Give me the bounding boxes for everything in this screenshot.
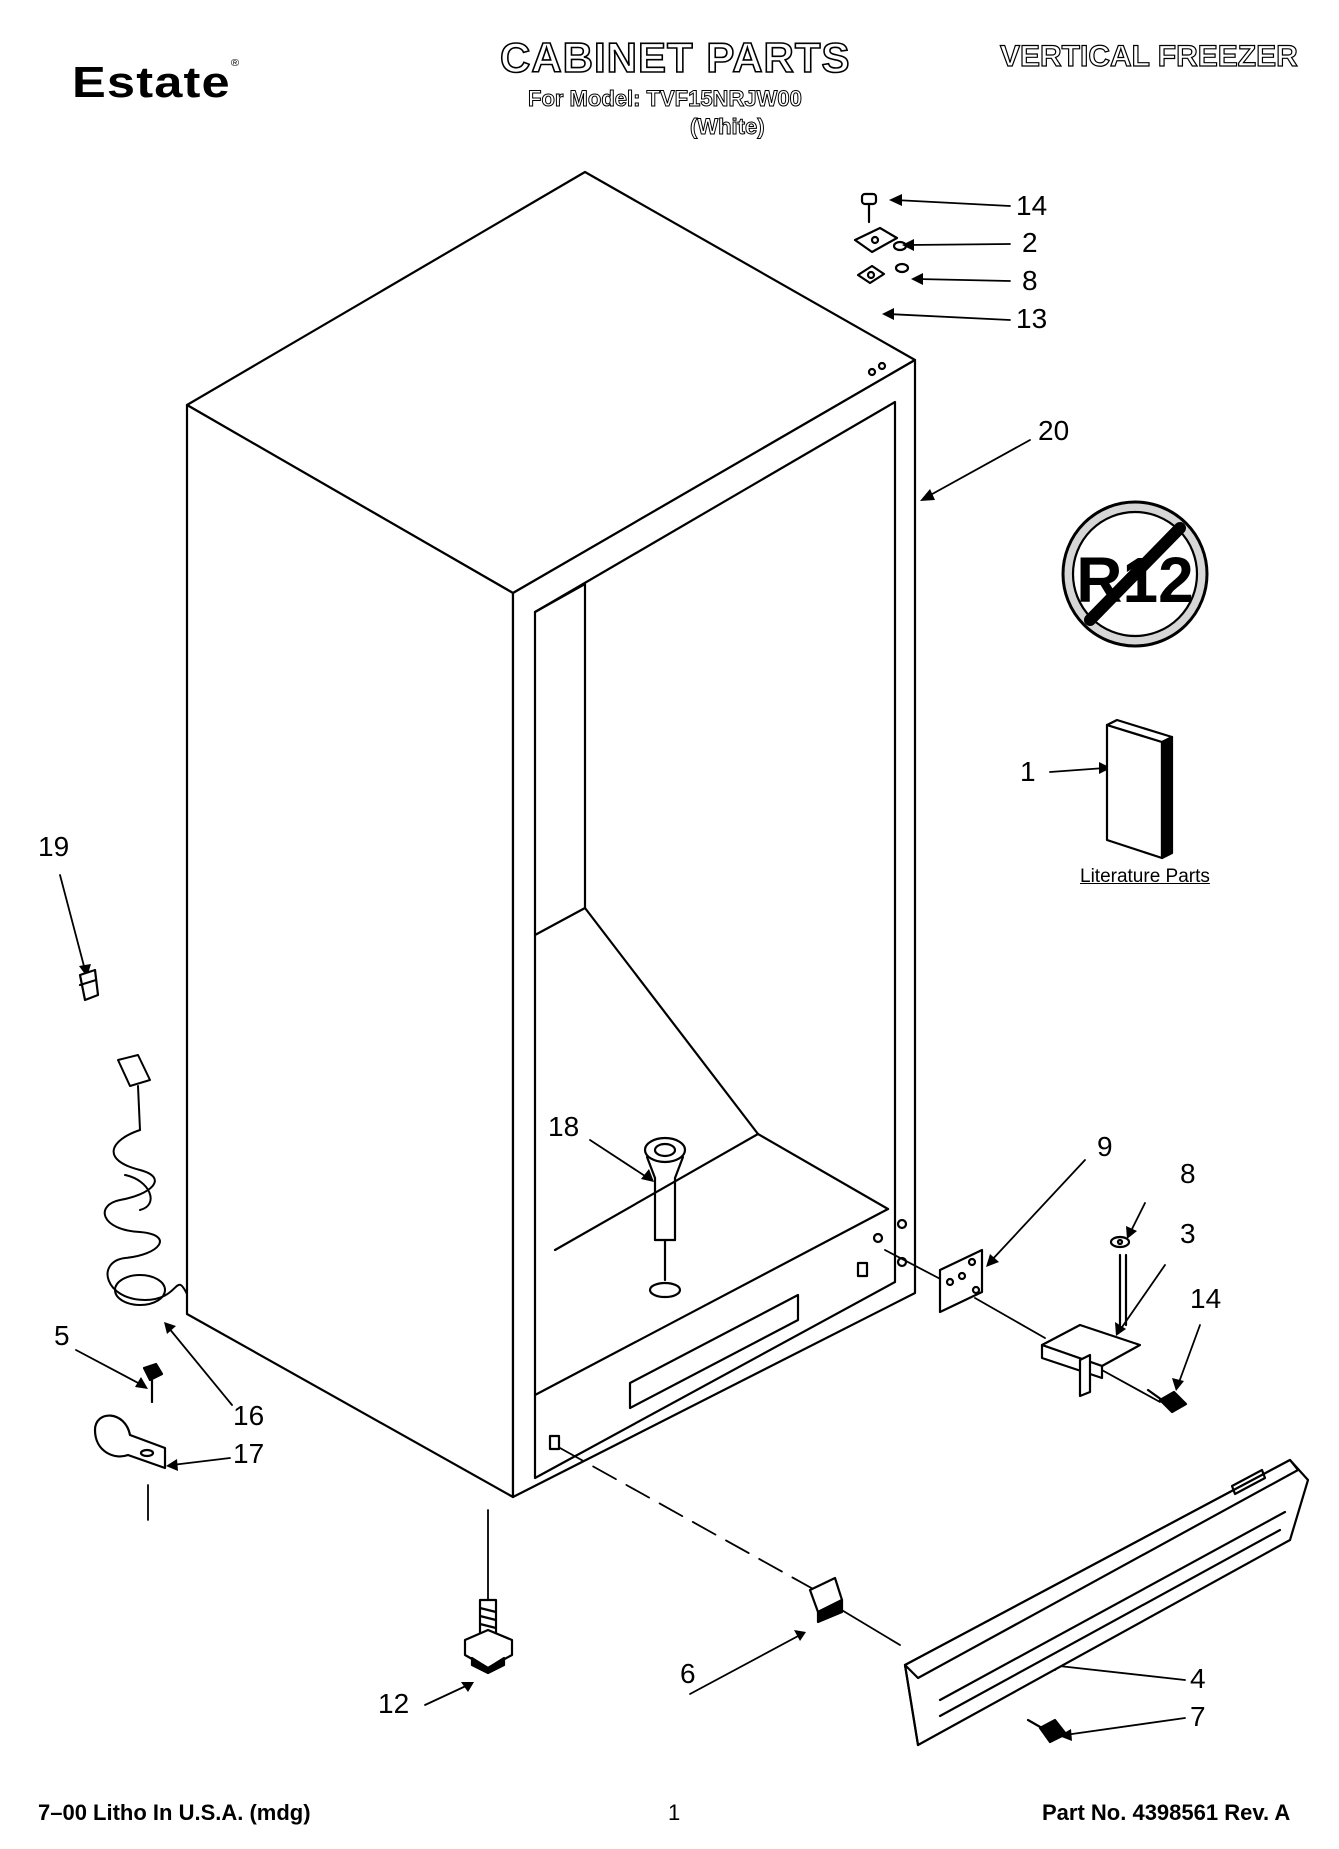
footer-page-number: 1 [668,1800,681,1825]
callout-5: 5 [54,1320,70,1351]
callout-12: 12 [378,1688,410,1719]
callout-6: 6 [680,1658,696,1689]
callout-8-top: 8 [1022,265,1038,296]
screw-14-bottom [1146,1388,1188,1414]
color-line: (White) [690,114,766,140]
callout-4: 4 [1190,1663,1206,1694]
top-hinge-assembly [853,192,910,285]
r12-no-badge: R12 [1061,500,1209,648]
power-cord-16 [103,1054,188,1306]
literature-parts-label: Literature Parts [1080,866,1210,887]
callout-2: 2 [1022,227,1038,258]
bottom-hinge-3 [1040,1235,1142,1398]
callout-3: 3 [1180,1218,1196,1249]
callout-14-bottom: 14 [1190,1283,1222,1314]
appliance-category: VERTICAL FREEZER [999,39,1298,73]
screw-7 [1026,1718,1068,1744]
clamp-17 [93,1414,167,1470]
clip-6 [808,1576,844,1624]
callout-19: 19 [38,831,70,862]
screw-5 [142,1362,164,1404]
callout-13: 13 [1016,303,1048,334]
clip-19 [78,968,100,1002]
cabinet-body [185,170,917,1499]
brand-logo: Estate® [72,58,241,107]
literature-booklet [1105,718,1174,860]
callout-9: 9 [1097,1131,1113,1162]
leveling-leg-12 [463,1598,514,1675]
callout-20: 20 [1038,415,1070,446]
callout-7: 7 [1190,1701,1206,1732]
model-line: For Model: TVF15NRJW00 [528,86,803,112]
footer-part-number: Part No. 4398561 Rev. A [1042,1800,1291,1825]
callout-16: 16 [233,1400,265,1431]
page-title: CABINET PARTS [499,33,851,82]
hinge-plate-9 [938,1248,984,1314]
callout-1: 1 [1020,756,1036,787]
toe-grille-4 [903,1458,1310,1747]
callout-14-top: 14 [1016,190,1048,221]
footer-litho: 7–00 Litho In U.S.A. (mdg) [38,1800,311,1825]
callout-18: 18 [548,1111,580,1142]
callout-17: 17 [233,1438,265,1469]
arrowheads [79,194,1184,1741]
drain-tube-18 [643,1136,687,1299]
callout-8-bottom: 8 [1180,1158,1196,1189]
